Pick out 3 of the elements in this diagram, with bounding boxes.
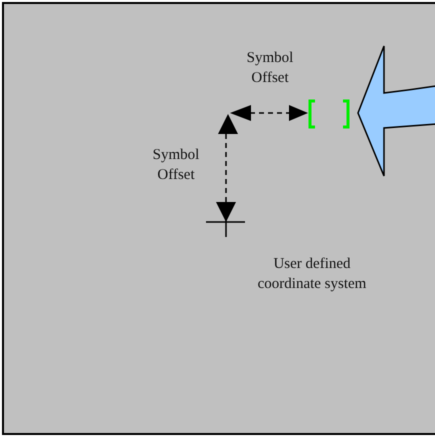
dimension-label: Symbol Offset — [152, 146, 200, 185]
caption-text: User defined coordinate system — [256, 255, 368, 294]
dimension-label: Symbol Offset — [246, 49, 294, 88]
